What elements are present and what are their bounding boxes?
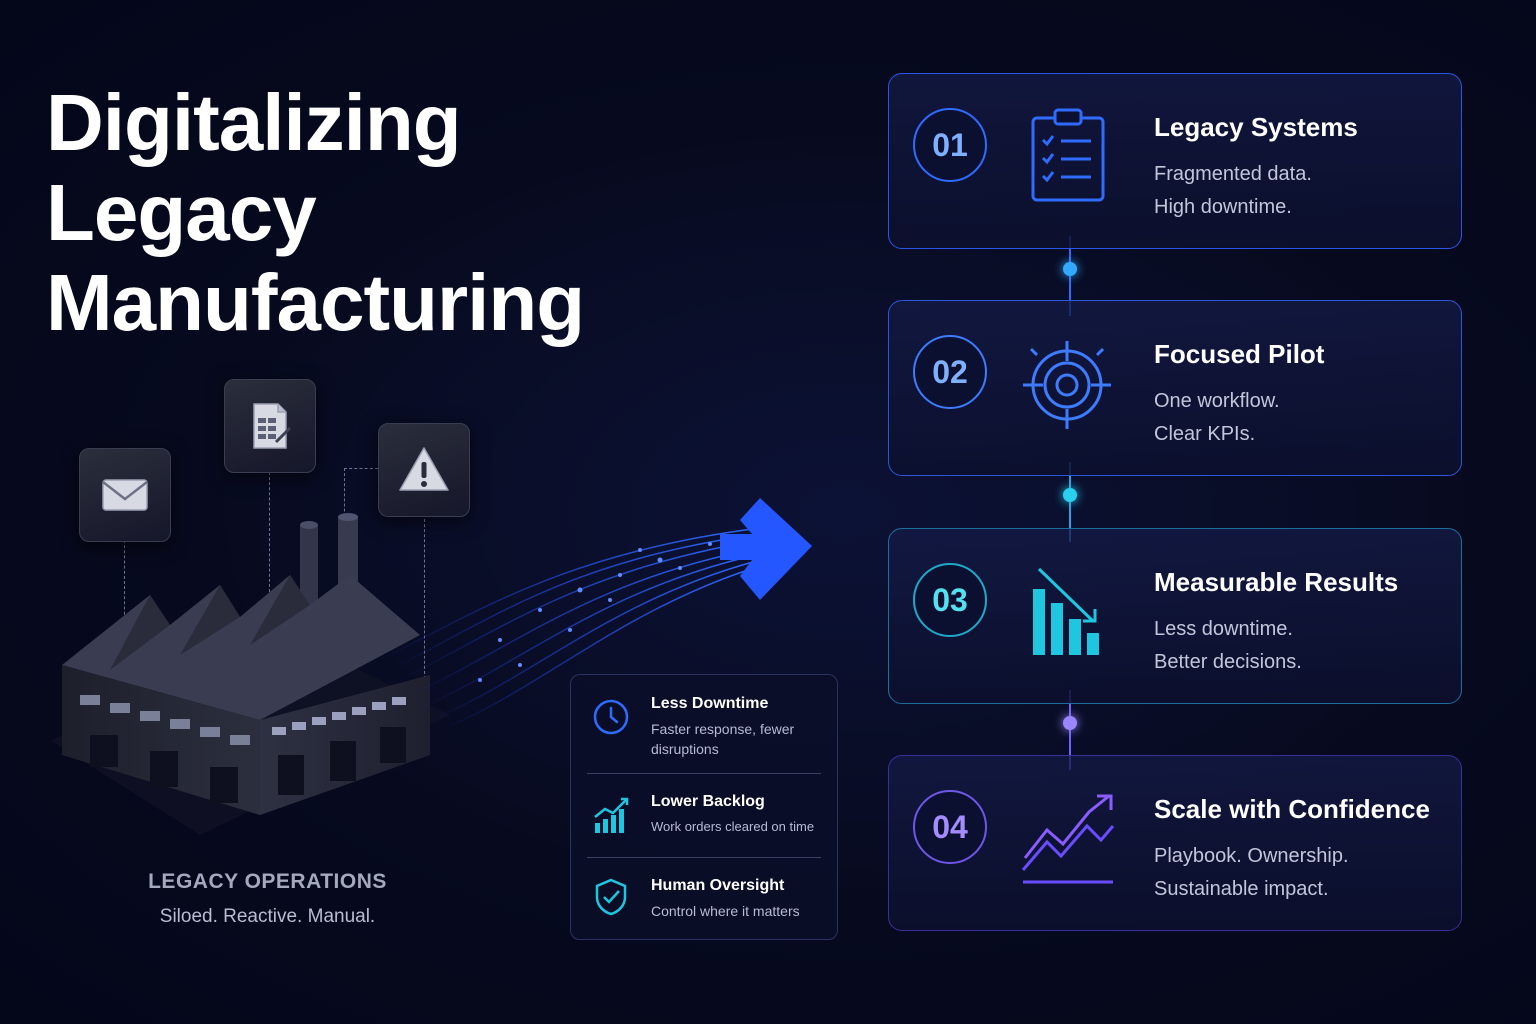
benefit-divider [587, 857, 821, 858]
step-number: 03 [913, 563, 987, 637]
step-desc-line: Less downtime. [1154, 618, 1293, 640]
envelope-icon [102, 479, 148, 511]
step-connector [1069, 462, 1071, 542]
step-desc-line: Clear KPIs. [1154, 423, 1256, 445]
benefit-title: Lower Backlog [651, 793, 765, 810]
step-desc-line: Playbook. Ownership. [1154, 845, 1349, 867]
warning-icon [399, 447, 449, 491]
step-desc-line: One workflow. [1154, 390, 1280, 412]
step-connector [1069, 690, 1071, 770]
spreadsheet-icon [253, 403, 292, 449]
step-number: 04 [913, 790, 987, 864]
step-desc: Fragmented data. High downtime. [1154, 158, 1312, 224]
tile-connector-spreadsheet [269, 472, 270, 592]
title-line-2: Legacy [46, 168, 317, 257]
title-line-1: Digitalizing [46, 78, 462, 167]
step-title: Measurable Results [1154, 567, 1399, 597]
legacy-operations-label: LEGACY OPERATIONS [148, 870, 387, 893]
bar-chart-up-icon [594, 797, 629, 833]
step-desc-line: Fragmented data. [1154, 163, 1312, 185]
step-title: Scale with Confidence [1154, 794, 1430, 824]
step-title: Focused Pilot [1154, 339, 1325, 369]
step-desc: One workflow. Clear KPIs. [1154, 385, 1280, 451]
step-card-focused-pilot: 02 Focused Pilot One workflow. Clear KPI… [888, 300, 1462, 476]
step-card-scale-with-confidence: 04 Scale with Confidence Playbook. Owner… [888, 755, 1462, 931]
step-number: 01 [913, 108, 987, 182]
step-connector [1069, 236, 1071, 316]
step-number: 02 [913, 335, 987, 409]
bar-chart-down-icon [1033, 567, 1099, 655]
benefit-desc: Work orders cleared on time [651, 819, 815, 834]
step-desc-line: Sustainable impact. [1154, 878, 1329, 900]
step-desc-line: Better decisions. [1154, 651, 1302, 673]
tile-connector-warning-horizontal [344, 468, 378, 469]
step-desc: Less downtime. Better decisions. [1154, 613, 1302, 679]
benefit-desc: Faster response, fewer disruptions [651, 721, 795, 757]
connector-dot [1063, 262, 1077, 276]
connector-dot [1063, 488, 1077, 502]
benefits-panel: Less Downtime Faster response, fewer dis… [570, 674, 838, 940]
title-line-3: Manufacturing [46, 258, 585, 347]
step-desc: Playbook. Ownership. Sustainable impact. [1154, 840, 1349, 906]
tile-connector-envelope [124, 540, 125, 630]
factory-illustration [50, 513, 450, 835]
spreadsheet-tile [224, 379, 316, 473]
target-icon [1023, 341, 1111, 429]
data-stream-arrow [380, 498, 812, 731]
warning-tile [378, 423, 470, 517]
step-desc-line: High downtime. [1154, 196, 1292, 218]
clock-icon [593, 699, 629, 735]
page-title: Digitalizing Legacy Manufacturing [46, 78, 585, 348]
benefit-desc: Control where it matters [651, 903, 800, 919]
benefit-divider [587, 773, 821, 774]
benefit-title: Human Oversight [651, 877, 785, 894]
tile-connector-warning-drop [424, 514, 425, 684]
step-card-measurable-results: 03 Measurable Results Less downtime. Bet… [888, 528, 1462, 704]
envelope-tile [79, 448, 171, 542]
step-title: Legacy Systems [1154, 112, 1358, 142]
step-card-legacy-systems: 01 Legacy Systems Fragmented data. High … [888, 73, 1462, 249]
shield-check-icon [595, 878, 627, 916]
legacy-operations-subtitle: Siloed. Reactive. Manual. [159, 906, 376, 927]
clipboard-checklist-icon [1031, 108, 1105, 202]
benefit-title: Less Downtime [651, 695, 769, 712]
connector-dot [1063, 716, 1077, 730]
trend-up-icon [1021, 794, 1115, 884]
